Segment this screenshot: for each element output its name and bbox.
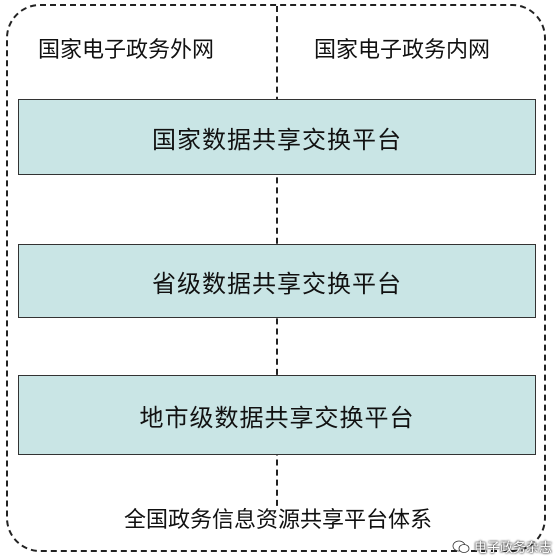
caption: 全国政务信息资源共享平台体系 xyxy=(0,507,556,535)
extranet-label: 国家电子政务外网 xyxy=(36,38,217,64)
wechat-icon xyxy=(452,540,470,553)
national-platform-box: 国家数据共享交换平台 xyxy=(18,99,536,175)
municipal-platform-box: 地市级数据共享交换平台 xyxy=(18,375,536,455)
provincial-platform-box: 省级数据共享交换平台 xyxy=(18,244,536,318)
intranet-label: 国家电子政务内网 xyxy=(312,38,493,64)
municipal-platform-label: 地市级数据共享交换平台 xyxy=(139,403,415,432)
watermark: 电子政务杂志 xyxy=(452,537,552,556)
national-platform-label: 国家数据共享交换平台 xyxy=(152,125,402,154)
watermark-text: 电子政务杂志 xyxy=(473,541,552,556)
provincial-platform-label: 省级数据共享交换平台 xyxy=(152,269,402,298)
system-boundary xyxy=(6,4,546,552)
caption-text: 全国政务信息资源共享平台体系 xyxy=(119,508,436,533)
